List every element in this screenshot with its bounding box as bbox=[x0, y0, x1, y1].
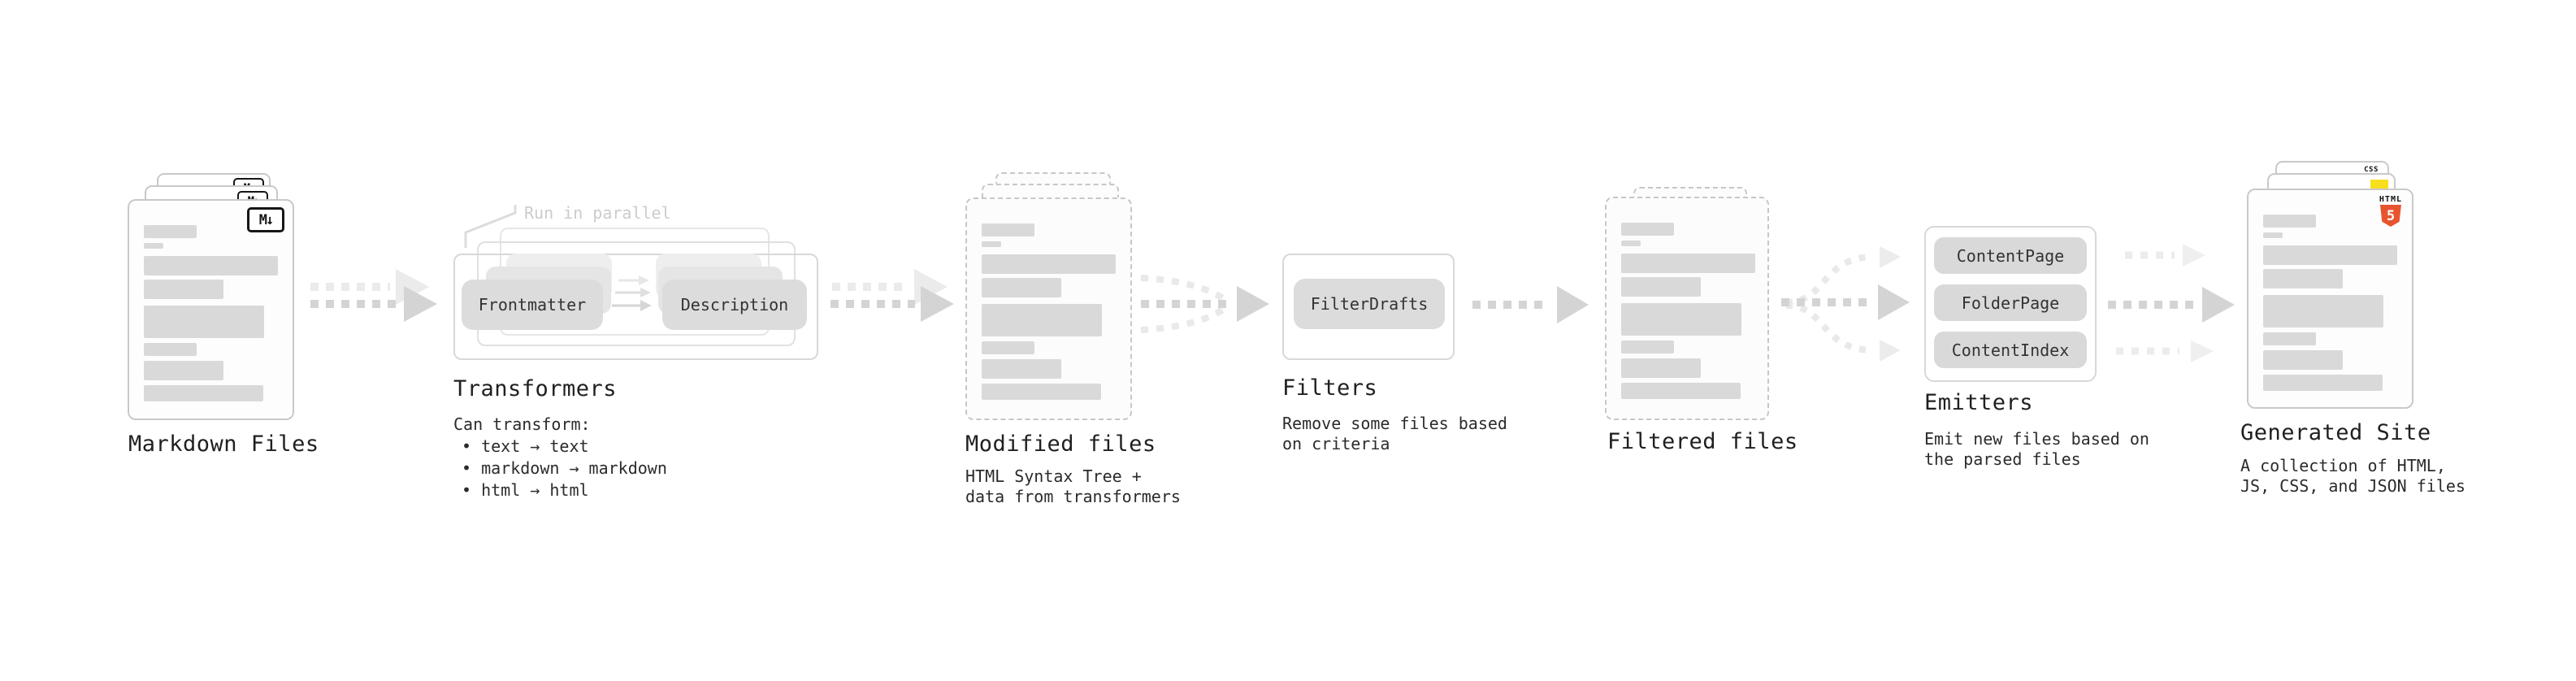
placeholder-text-bar bbox=[2263, 269, 2343, 288]
description-line: the parsed files bbox=[1924, 449, 2081, 469]
bullet-item: • markdown → markdown bbox=[462, 458, 667, 478]
placeholder-text-bar bbox=[982, 384, 1101, 400]
transformers-note: Can transform: bbox=[453, 414, 591, 434]
placeholder-text-bar bbox=[2263, 215, 2316, 228]
stage-title-modified-files: Modified files bbox=[965, 432, 1156, 457]
placeholder-text-bar bbox=[1621, 383, 1741, 399]
placeholder-text-bar bbox=[982, 341, 1034, 354]
html5-icon: HTML 5 bbox=[2379, 195, 2402, 227]
arrow-filters-to-filtered bbox=[1472, 286, 1589, 323]
placeholder-text-bar bbox=[1621, 358, 1701, 378]
placeholder-text-bar bbox=[144, 280, 223, 299]
description-pill: Description bbox=[662, 280, 807, 330]
js-file-icon bbox=[2370, 180, 2388, 190]
filterdrafts-pill: FilterDrafts bbox=[1294, 279, 1445, 329]
description-line: A collection of HTML, bbox=[2240, 456, 2446, 475]
stage-title-transformers: Transformers bbox=[453, 376, 618, 401]
generated-file-card-html: HTML 5 bbox=[2247, 189, 2413, 409]
folderpage-pill: FolderPage bbox=[1934, 284, 2087, 321]
description-line: HTML Syntax Tree + bbox=[965, 466, 1142, 486]
placeholder-text-bar bbox=[144, 256, 278, 275]
placeholder-text-bar bbox=[2263, 245, 2397, 265]
placeholder-text-bar bbox=[2263, 332, 2316, 345]
stage-title-emitters: Emitters bbox=[1924, 390, 2034, 415]
placeholder-text-bar bbox=[144, 343, 197, 356]
markdown-icon-label: M↓ bbox=[258, 211, 275, 228]
arrow-modified-to-filters bbox=[1140, 275, 1269, 333]
html5-icon-shield: 5 bbox=[2379, 205, 2401, 227]
placeholder-text-bar bbox=[1621, 254, 1755, 273]
emitters-description: Emit new files based on the parsed files bbox=[1924, 429, 2149, 470]
placeholder-text-bar bbox=[982, 304, 1102, 336]
placeholder-text-bar bbox=[1621, 303, 1741, 336]
stage-title-filters: Filters bbox=[1282, 375, 1378, 401]
arrow-markdown-to-transformers bbox=[310, 269, 437, 322]
placeholder-text-bar bbox=[2263, 350, 2343, 370]
placeholder-text-bar bbox=[1621, 223, 1674, 236]
css-icon-label: CSS bbox=[2364, 166, 2379, 174]
placeholder-text-bar bbox=[2263, 295, 2383, 327]
run-in-parallel-annotation: Run in parallel bbox=[524, 203, 671, 223]
transformers-bullet-list: • text → text • markdown → markdown • ht… bbox=[462, 436, 667, 501]
stage-title-filtered-files: Filtered files bbox=[1607, 429, 1798, 454]
placeholder-text-bar bbox=[1621, 277, 1701, 297]
placeholder-text-bar bbox=[1621, 340, 1674, 354]
annotation-leader-line bbox=[464, 205, 517, 248]
modified-file-card-front bbox=[965, 197, 1132, 420]
generated-site-description: A collection of HTML, JS, CSS, and JSON … bbox=[2240, 456, 2465, 497]
arrow-emitters-to-generated bbox=[2108, 244, 2235, 362]
html5-icon-number: 5 bbox=[2386, 207, 2396, 224]
stage-title-generated-site: Generated Site bbox=[2240, 420, 2431, 445]
markdown-icon: M↓ bbox=[247, 207, 284, 232]
description-line: Remove some files based bbox=[1282, 414, 1507, 433]
placeholder-text-bar bbox=[2263, 232, 2283, 238]
placeholder-text-bar bbox=[144, 243, 163, 249]
description-line: JS, CSS, and JSON files bbox=[2240, 476, 2465, 496]
placeholder-text-bar bbox=[1621, 241, 1641, 246]
filters-description: Remove some files based on criteria bbox=[1282, 414, 1507, 454]
placeholder-text-bar bbox=[982, 254, 1116, 274]
markdown-file-card-front: M↓ bbox=[128, 199, 294, 420]
contentpage-pill: ContentPage bbox=[1934, 237, 2087, 274]
bullet-item: • text → text bbox=[462, 436, 589, 456]
arrow-filtered-to-emitters bbox=[1781, 246, 1910, 362]
transformer-pill-arrows bbox=[612, 275, 652, 311]
filtered-file-card-front bbox=[1605, 197, 1769, 420]
transformer-box-front bbox=[453, 254, 818, 360]
placeholder-text-bar bbox=[982, 278, 1061, 297]
contentindex-pill: ContentIndex bbox=[1934, 332, 2087, 368]
description-line: Emit new files based on bbox=[1924, 429, 2149, 449]
placeholder-text-bar bbox=[982, 223, 1034, 236]
html5-icon-label: HTML bbox=[2379, 195, 2402, 204]
arrow-transformers-to-modified bbox=[830, 269, 954, 322]
modified-files-description: HTML Syntax Tree + data from transformer… bbox=[965, 466, 1181, 507]
placeholder-text-bar bbox=[2263, 375, 2383, 391]
frontmatter-pill: Frontmatter bbox=[462, 280, 603, 330]
bullet-item: • html → html bbox=[462, 480, 589, 500]
placeholder-text-bar bbox=[144, 225, 197, 238]
placeholder-text-bar bbox=[144, 385, 263, 401]
placeholder-text-bar bbox=[144, 361, 223, 380]
placeholder-text-bar bbox=[144, 306, 264, 338]
stage-title-markdown-files: Markdown Files bbox=[128, 432, 319, 457]
placeholder-text-bar bbox=[982, 241, 1001, 247]
description-line: on criteria bbox=[1282, 434, 1390, 453]
placeholder-text-bar bbox=[982, 359, 1061, 379]
description-line: data from transformers bbox=[965, 487, 1181, 506]
